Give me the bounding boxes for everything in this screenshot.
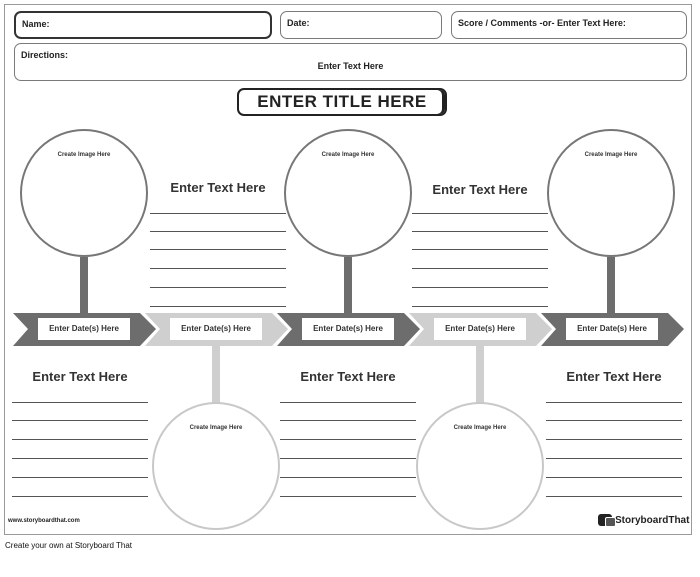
writing-line (280, 458, 416, 459)
writing-line (12, 439, 148, 440)
writing-line (546, 420, 682, 421)
score-field[interactable]: Score / Comments -or- Enter Text Here: (451, 11, 687, 39)
stem-top-3 (607, 257, 615, 314)
top-image-circle-3[interactable]: Create Image Here (547, 129, 675, 257)
writing-line (280, 439, 416, 440)
writing-line (280, 402, 416, 403)
top-image-circle-2[interactable]: Create Image Here (284, 129, 412, 257)
bottom-text-heading-1[interactable]: Enter Text Here (32, 369, 128, 384)
date-entry-1[interactable]: Enter Date(s) Here (38, 318, 130, 340)
logo-text: StoryboardThat (615, 514, 690, 526)
writing-line (546, 477, 682, 478)
bottom-image-circle-1[interactable]: Create Image Here (152, 402, 280, 530)
writing-line (150, 287, 286, 288)
writing-line (12, 496, 148, 497)
writing-line (412, 213, 548, 214)
writing-line (280, 420, 416, 421)
writing-line (546, 402, 682, 403)
writing-line (412, 287, 548, 288)
image-placeholder-label: Create Image Here (57, 152, 111, 158)
top-text-heading-1[interactable]: Enter Text Here (170, 180, 266, 195)
date-field[interactable]: Date: (280, 11, 442, 39)
storyboardthat-logo[interactable]: StoryboardThat (598, 513, 689, 527)
writing-line (412, 231, 548, 232)
writing-line (412, 306, 548, 307)
image-placeholder-label: Create Image Here (189, 425, 243, 431)
top-text-heading-2[interactable]: Enter Text Here (432, 182, 528, 197)
stem-top-2 (344, 257, 352, 314)
score-label: Score / Comments -or- Enter Text Here: (458, 18, 626, 28)
writing-line (546, 458, 682, 459)
website-url[interactable]: www.storyboardthat.com (8, 518, 80, 524)
name-label: Name: (22, 19, 50, 29)
date-entry-2[interactable]: Enter Date(s) Here (170, 318, 262, 340)
writing-line (546, 496, 682, 497)
name-field[interactable]: Name: (14, 11, 272, 39)
writing-line (150, 306, 286, 307)
writing-line (12, 420, 148, 421)
stem-bottom-2 (476, 346, 484, 404)
speech-bubble-icon (598, 514, 616, 527)
writing-line (150, 268, 286, 269)
writing-line (150, 231, 286, 232)
bottom-text-heading-2[interactable]: Enter Text Here (300, 369, 396, 384)
bottom-text-heading-3[interactable]: Enter Text Here (566, 369, 662, 384)
writing-line (280, 496, 416, 497)
writing-line (150, 213, 286, 214)
stem-bottom-1 (212, 346, 220, 404)
writing-line (546, 439, 682, 440)
writing-line (150, 249, 286, 250)
date-entry-3[interactable]: Enter Date(s) Here (302, 318, 394, 340)
caption-link[interactable]: Create your own at Storyboard That (5, 541, 133, 550)
bottom-image-circle-2[interactable]: Create Image Here (416, 402, 544, 530)
top-image-circle-1[interactable]: Create Image Here (20, 129, 148, 257)
writing-line (12, 402, 148, 403)
writing-line (412, 249, 548, 250)
writing-line (280, 477, 416, 478)
writing-line (12, 477, 148, 478)
stem-top-1 (80, 257, 88, 314)
directions-text: Enter Text Here (317, 61, 384, 71)
directions-field[interactable]: Directions: Enter Text Here (14, 43, 687, 81)
directions-label: Directions: (21, 50, 69, 60)
image-placeholder-label: Create Image Here (453, 425, 507, 431)
image-placeholder-label: Create Image Here (321, 152, 375, 158)
writing-line (412, 268, 548, 269)
date-entry-4[interactable]: Enter Date(s) Here (434, 318, 526, 340)
page-title[interactable]: ENTER TITLE HERE (237, 88, 447, 116)
date-label: Date: (287, 18, 310, 28)
writing-line (12, 458, 148, 459)
image-placeholder-label: Create Image Here (584, 152, 638, 158)
date-entry-5[interactable]: Enter Date(s) Here (566, 318, 658, 340)
